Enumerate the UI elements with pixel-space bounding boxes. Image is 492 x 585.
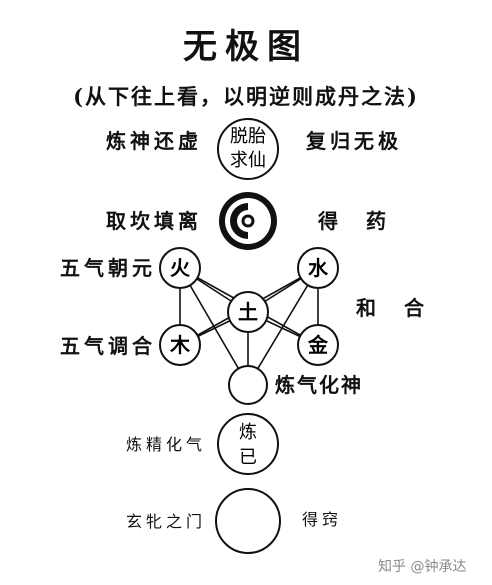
- wood-text: 木: [169, 333, 191, 357]
- label-right-2: 得 药: [318, 209, 390, 233]
- refine-circle: [217, 413, 279, 475]
- earth-text: 土: [238, 300, 258, 324]
- fire-text: 火: [170, 256, 191, 280]
- diagram-title: 无极图: [183, 27, 309, 67]
- wood-circle: [159, 324, 201, 366]
- label-left-2: 取坎填离: [106, 209, 202, 233]
- fire-circle: [159, 247, 201, 289]
- diagram-subtitle: (从下往上看，以明逆则成丹之法): [73, 84, 419, 109]
- label-left-1: 炼神还虚: [106, 129, 202, 153]
- label-left-4: 五气调合: [60, 334, 156, 358]
- label-mystic-gate: 玄牝之门: [126, 512, 207, 531]
- metal-circle: [297, 324, 339, 366]
- refine-text-2: 已: [239, 447, 257, 468]
- label-right-bottom: 得窍: [302, 510, 343, 529]
- line-fire-qi: [179, 267, 249, 386]
- earth-circle: [227, 291, 269, 333]
- label-right-mid: 和 合: [356, 296, 428, 320]
- label-left-3: 五气朝元: [60, 256, 156, 280]
- water-circle: [297, 247, 339, 289]
- label-jing-to-qi: 炼精化气: [126, 435, 207, 454]
- top-circle-text-1: 脱胎: [230, 126, 266, 147]
- qi-circle: [228, 365, 268, 405]
- water-text: 水: [308, 256, 329, 280]
- watermark: 知乎 @钟承达: [378, 559, 467, 575]
- kan-li-symbol: [219, 192, 277, 250]
- top-circle: [217, 118, 279, 180]
- label-qi-to-shen: 炼气化神: [275, 373, 363, 397]
- mystic-gate-circle: [215, 488, 281, 554]
- line-water-qi: [247, 267, 319, 386]
- refine-text-1: 炼: [239, 422, 257, 443]
- metal-text: 金: [307, 333, 329, 357]
- top-circle-text-2: 求仙: [230, 150, 266, 171]
- label-right-1: 复归无极: [306, 129, 402, 153]
